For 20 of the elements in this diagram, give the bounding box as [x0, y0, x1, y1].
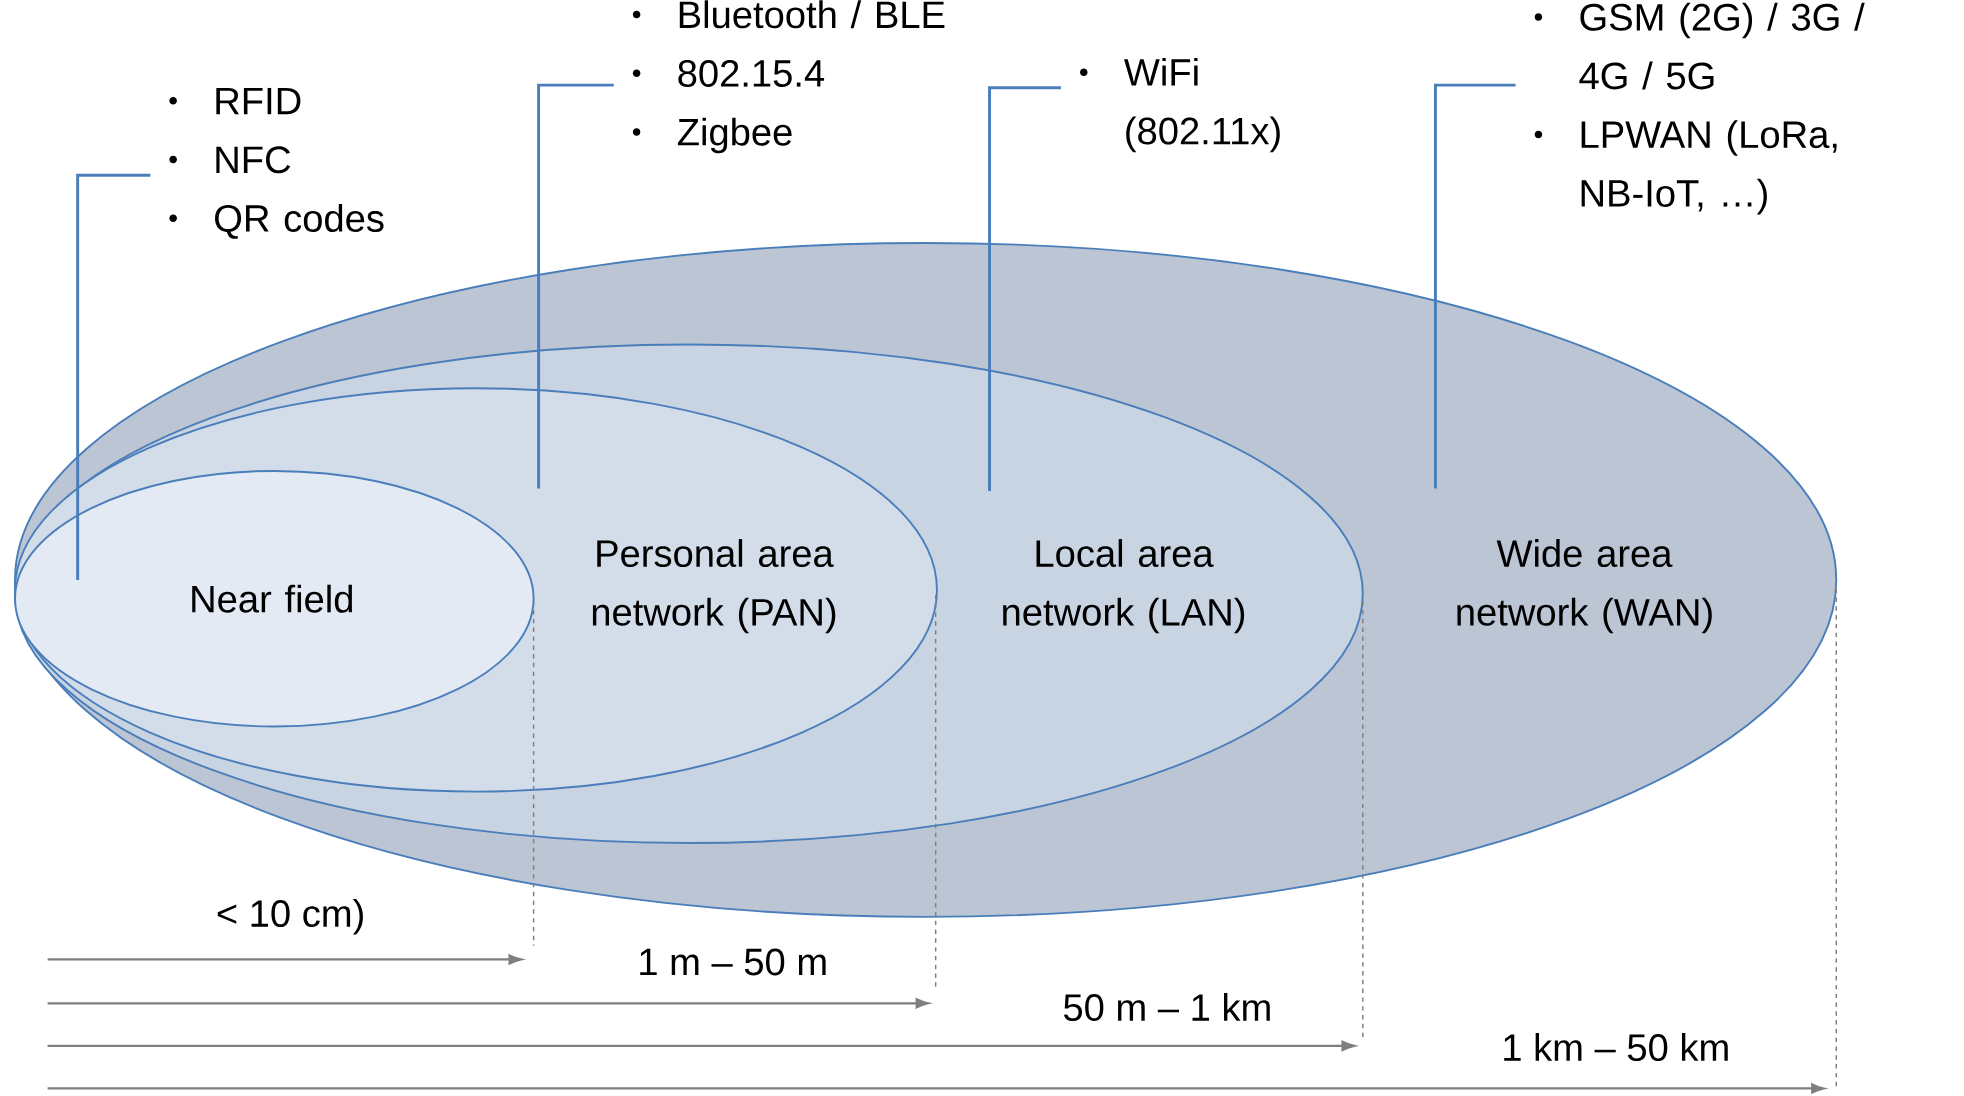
- leader-line: [1433, 83, 1516, 489]
- node-label: LPWAN (LoRa, NB-IoT, …): [1581, 120, 1837, 215]
- node-label: RFID: [216, 87, 301, 115]
- node-label: Zigbee: [677, 117, 792, 154]
- range-label: 50 m – 1 km: [1063, 993, 1270, 1022]
- node-label: WiFi (802.11x): [1124, 57, 1280, 153]
- range-label: 1 km – 50 km: [1504, 1033, 1728, 1062]
- node-label: QR codes: [215, 203, 384, 239]
- bullet-list: WiFi (802.11x): [1080, 57, 1280, 153]
- bullet-list: RFID NFC QR codes: [169, 87, 384, 239]
- bullet-list: Bluetooth / BLE 802.15.4 Zigbee: [632, 0, 945, 154]
- range-label: 1 m – 50 m: [640, 948, 826, 976]
- node-label: 802.15.4: [678, 59, 825, 87]
- node-label: NFC: [216, 146, 291, 174]
- node-label: Bluetooth / BLE: [679, 0, 945, 29]
- bullet-list: GSM (2G) / 3G / 4G / 5G LPWAN (LoRa, NB-IoT, …): [1534, 2, 1865, 215]
- leader-line: [988, 86, 1061, 491]
- ellipse-region: Near field: [14, 470, 535, 728]
- node-label: GSM (2G) / 3G / 4G / 5G: [1579, 2, 1865, 90]
- leader-line: [537, 83, 614, 489]
